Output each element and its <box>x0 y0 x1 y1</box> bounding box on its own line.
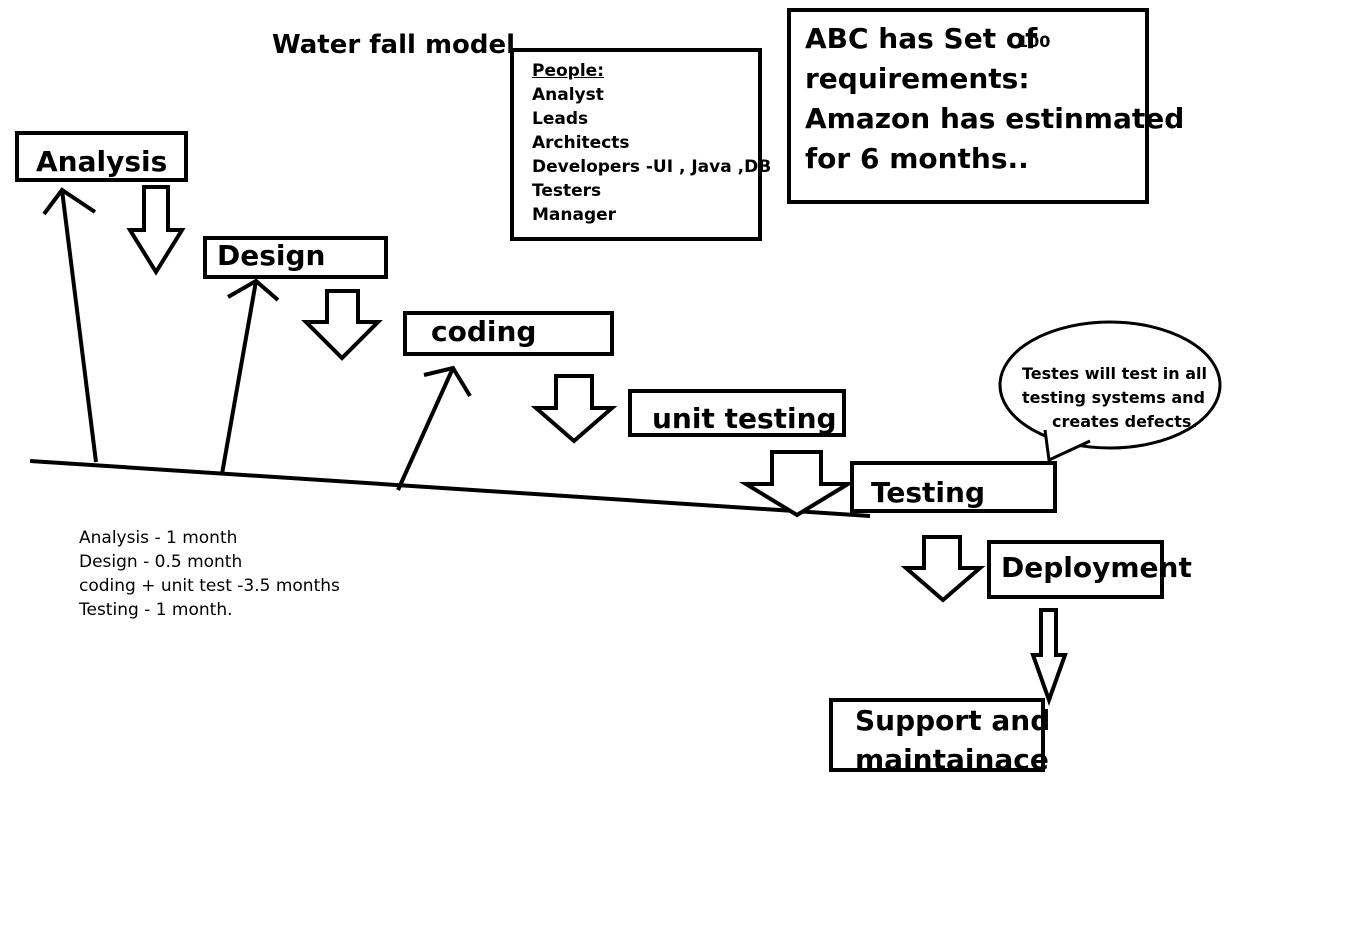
feedback-arrow-design <box>220 278 280 475</box>
down-arrow-coding-to-unit-testing <box>530 374 618 444</box>
people-item: Developers -UI , Java ,DB <box>532 157 772 177</box>
down-arrow-design-to-coding <box>301 289 383 361</box>
feedback-arrow-analysis <box>42 187 98 463</box>
down-arrow-unit-testing-to-testing <box>738 450 856 518</box>
down-arrow-deployment-to-support <box>1030 608 1068 706</box>
people-item: Manager <box>532 205 617 225</box>
stage-testing-label: Testing <box>871 476 985 509</box>
people-item: Architects <box>532 133 630 153</box>
stage-design: Design <box>203 236 388 279</box>
people-item: Testers <box>532 181 602 201</box>
requirements-line: requirements: <box>805 62 1030 95</box>
down-arrow-testing-to-deployment <box>900 535 986 603</box>
speech-bubble-text: Testes will test in all testing systems … <box>1010 362 1212 434</box>
plan-item: Testing - 1 month. <box>79 600 233 620</box>
stage-analysis-label: Analysis <box>36 145 168 178</box>
stage-support-label-line1: Support and <box>855 704 1051 737</box>
requirements-box: ABC has Set of 100 requirements: Amazon … <box>787 8 1184 204</box>
stage-support-label-line2: maintainace <box>855 743 1049 776</box>
stage-unit-testing: unit testing <box>628 389 846 437</box>
bubble-line: Testes will test in all <box>1022 364 1208 383</box>
feedback-arrow-coding <box>396 365 472 491</box>
speech-bubble <box>998 320 1222 463</box>
plan-item: coding + unit test -3.5 months <box>79 576 340 596</box>
requirements-line: for 6 months.. <box>805 142 1029 175</box>
bubble-line: creates defects. <box>1052 412 1198 431</box>
stage-design-label: Design <box>217 239 326 272</box>
stage-deployment: Deployment <box>987 540 1192 599</box>
timeline-line <box>29 459 871 518</box>
requirements-count: 100 <box>1017 32 1051 51</box>
bubble-line: testing systems and <box>1022 388 1205 407</box>
people-heading: People: <box>532 61 604 81</box>
stage-deployment-label: Deployment <box>1001 551 1192 584</box>
requirements-line: ABC has Set of <box>805 22 1038 55</box>
stage-analysis: Analysis <box>15 131 188 182</box>
people-box: People: Analyst Leads Architects Develop… <box>510 48 771 241</box>
stage-coding: coding <box>403 311 614 356</box>
people-item: Leads <box>532 109 589 129</box>
diagram-title: Water fall model <box>272 30 516 60</box>
stage-coding-label: coding <box>431 315 537 348</box>
duration-plan: Analysis - 1 month Design - 0.5 month co… <box>79 526 340 622</box>
down-arrow-analysis-to-design <box>126 185 186 276</box>
plan-item: Analysis - 1 month <box>79 528 238 548</box>
stage-support: Support and maintainace <box>829 698 1050 774</box>
stage-unit-testing-label: unit testing <box>652 402 837 435</box>
requirements-line: Amazon has estinmated <box>805 102 1185 135</box>
stage-testing: Testing <box>850 461 1057 513</box>
plan-item: Design - 0.5 month <box>79 552 243 572</box>
people-item: Analyst <box>532 85 604 105</box>
